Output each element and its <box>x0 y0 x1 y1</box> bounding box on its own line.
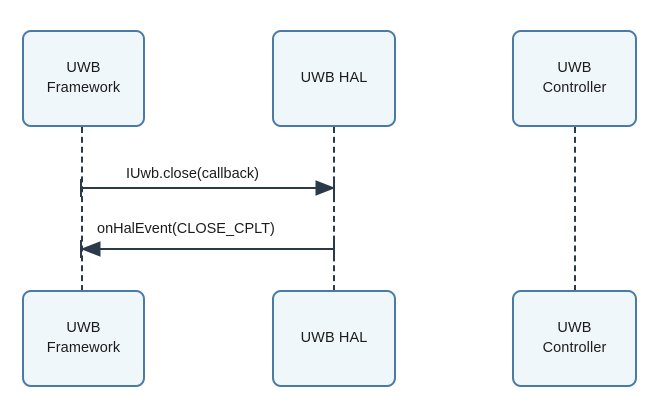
participant-box-uwb-controller-bottom[interactable]: UWB Controller <box>512 290 637 387</box>
lifeline-uwb-hal <box>333 127 335 291</box>
lifeline-uwb-framework <box>81 127 83 291</box>
participant-box-uwb-framework-bottom[interactable]: UWB Framework <box>22 290 145 387</box>
participant-box-uwb-hal-bottom[interactable]: UWB HAL <box>272 290 396 387</box>
participant-label-uwb-controller-top: UWB Controller <box>542 59 607 96</box>
lifeline-uwb-controller <box>574 127 576 291</box>
message-label-onhalevent-close-cplt: onHalEvent(CLOSE_CPLT) <box>97 221 275 237</box>
message-arrow-onhalevent-close-cplt <box>80 240 335 258</box>
participant-box-uwb-framework-top[interactable]: UWB Framework <box>22 30 145 127</box>
participant-label-uwb-framework-top: UWB Framework <box>46 59 121 96</box>
message-label-iuwb-close: IUwb.close(callback) <box>126 166 259 182</box>
participant-label-uwb-hal-bottom: UWB HAL <box>300 329 368 346</box>
participant-label-uwb-framework-bottom: UWB Framework <box>46 319 121 356</box>
participant-box-uwb-hal-top[interactable]: UWB HAL <box>272 30 396 127</box>
message-arrow-iuwb-close <box>80 179 336 197</box>
participant-label-uwb-hal-top: UWB HAL <box>300 69 368 86</box>
participant-label-uwb-controller-bottom: UWB Controller <box>542 319 607 356</box>
participant-box-uwb-controller-top[interactable]: UWB Controller <box>512 30 637 127</box>
